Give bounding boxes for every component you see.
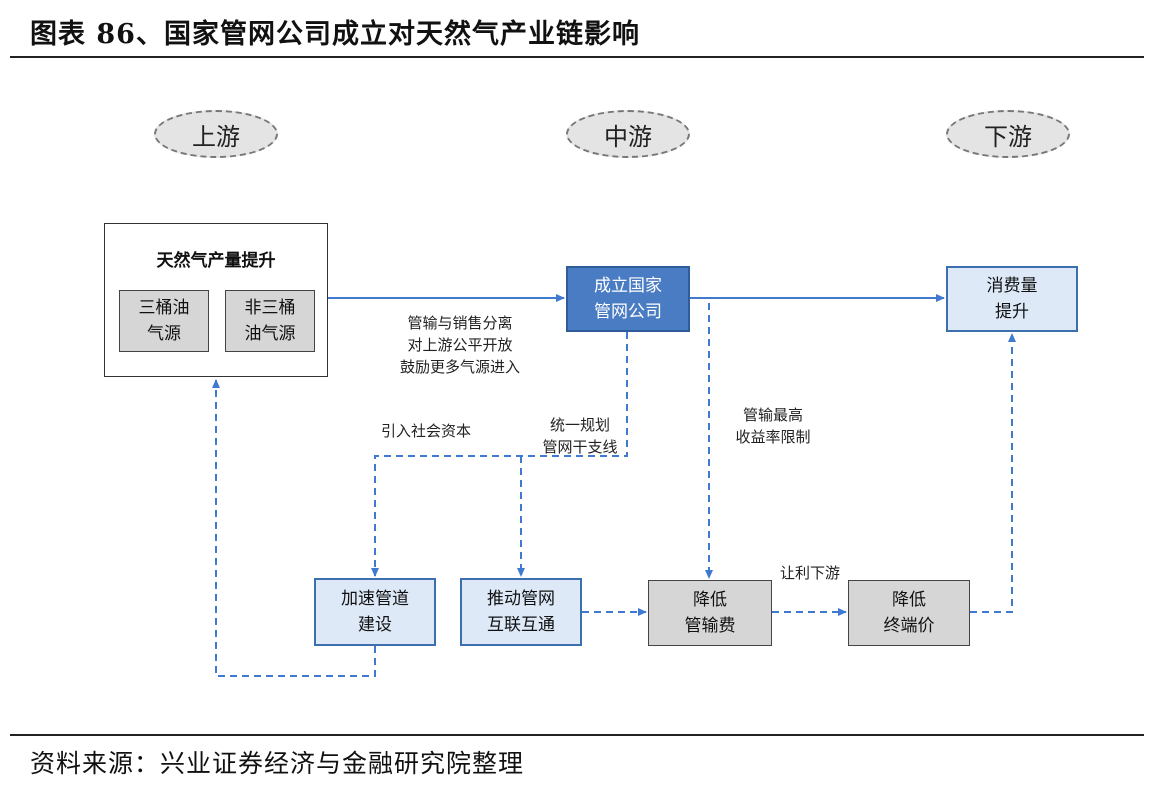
dash-price-to-consumption [970,333,1016,613]
non-conventional-source-box: 非三桶 油气源 [225,290,315,352]
accelerate-construction-box: 加速管道 建设 [314,578,436,646]
dash-pipe-down [371,332,628,577]
conventional-source-box: 三桶油 气源 [119,290,209,352]
lower-end-price-box: 降低 终端价 [848,580,970,646]
gas-output-label: 天然气产量提升 [156,251,276,271]
interconnect-box: 推动管网 互联互通 [460,578,582,646]
label-social-capital: 引入社会资本 [380,422,471,440]
label-profit-downstream: 让利下游 [779,564,840,582]
upstream-box: 天然气产量提升 三桶油 气源 非三桶 油气源 [104,223,328,377]
label-separation: 管输与销售分离 对上游公平开放 鼓励更多气源进入 [399,314,520,376]
stage-midstream: 中游 [566,110,690,158]
source-divider [10,734,1144,736]
lower-transport-fee-box: 降低 管输费 [648,580,772,646]
stage-downstream: 下游 [946,110,1070,158]
label-unified-planning: 统一规划 管网干支线 [542,416,618,456]
national-pipe-company-box: 成立国家 管网公司 [566,266,690,332]
dash-pipe-to-fee [690,297,713,579]
title-divider [10,56,1144,58]
dash-accelerate-to-upstream [212,379,376,677]
figure-title: 图表 86、国家管网公司成立对天然气产业链影响 [30,19,640,50]
consumption-box: 消费量 提升 [946,266,1078,332]
source-note: 资料来源：兴业证券经济与金融研究院整理 [30,749,525,778]
stage-upstream: 上游 [154,110,278,158]
label-max-return: 管输最高 收益率限制 [735,406,811,446]
